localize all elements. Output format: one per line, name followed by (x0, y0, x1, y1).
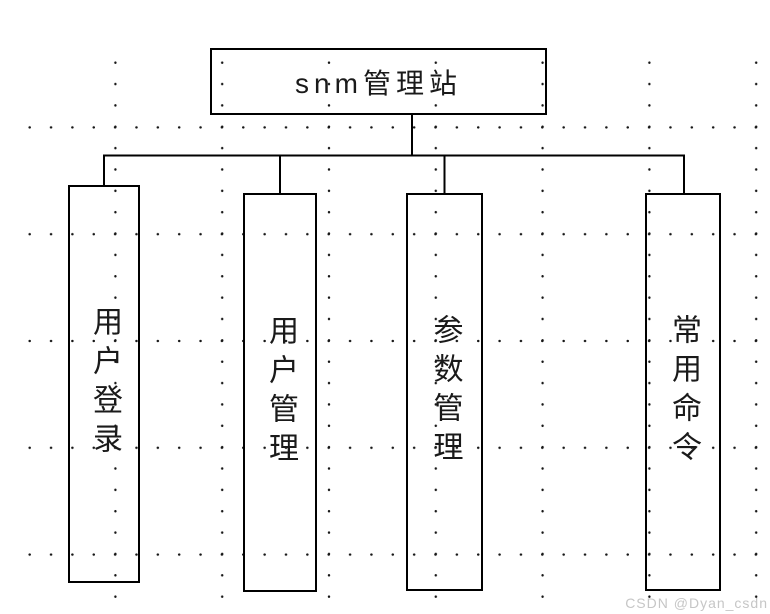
node-snm-management-station: snm管理站 (210, 48, 547, 115)
node-common-commands: 常用命令 (645, 193, 721, 591)
node-user-login: 用户登录 (68, 185, 140, 583)
watermark: CSDN @Dyan_csdn (625, 595, 768, 611)
node-user-login-label: 用户登录 (88, 306, 121, 462)
node-common-commands-label: 常用命令 (667, 314, 700, 470)
node-user-management: 用户管理 (243, 193, 317, 592)
node-user-management-label: 用户管理 (264, 314, 297, 471)
node-parameter-management-label: 参数管理 (428, 314, 462, 470)
node-parameter-management: 参数管理 (406, 193, 483, 591)
node-snm-management-station-label: snm管理站 (295, 67, 462, 99)
